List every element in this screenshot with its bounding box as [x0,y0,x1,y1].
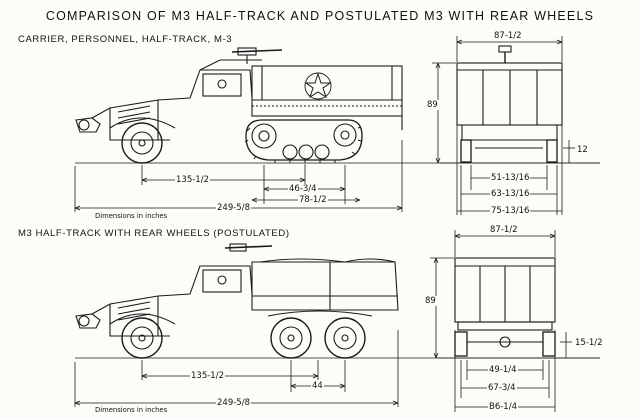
top-overall-width-label: 75-13/16 [490,206,531,216]
bottom-section-title: M3 HALF-TRACK WITH REAR WHEELS (POSTULAT… [18,228,290,239]
bottom-clearance-label: 15-1/2 [574,338,604,348]
bottom-overall-length-label: 249-5/8 [216,398,251,408]
top-overall-length-label: 249-5/8 [216,203,251,213]
bottom-overall-width-label: B6-1/4 [488,402,518,412]
top-track-outer-label: 63-13/16 [490,189,531,199]
bottom-height-label: 89 [424,296,437,306]
bottom-side-dimension-lines [74,330,399,407]
top-height-label: 89 [426,100,439,110]
page-title: COMPARISON OF M3 HALF-TRACK AND POSTULAT… [45,9,595,23]
top-track-tread-label: 51-13/16 [490,173,531,183]
halftrack-rear-view [456,45,563,163]
bottom-dimensions-note: Dimensions in inches [95,406,168,414]
bottom-tread-inner-label: 49-1/4 [488,365,518,375]
top-track-length-label: 78-1/2 [298,195,328,205]
top-clearance-label: 12 [576,145,589,155]
top-dimensions-note: Dimensions in inches [95,212,168,220]
bottom-wheelbase-label: 135-1/2 [190,371,225,381]
top-section-title: CARRIER, PERSONNEL, HALF-TRACK, M-3 [18,34,233,45]
bottom-tread-outer-label: 67-3/4 [487,383,517,393]
top-width-label: 87-1/2 [493,31,523,41]
wheeled-rear-view [454,257,556,357]
bottom-axle-spacing-label: 44 [311,381,324,391]
halftrack-side-view [75,47,600,164]
wheeled-side-view [75,243,600,359]
bottom-top-width-label: 87-1/2 [489,225,519,235]
top-wheelbase-label: 135-1/2 [175,175,210,185]
top-track-centers-label: 46-3/4 [288,184,318,194]
top-rear-dimension-lines [432,36,600,215]
